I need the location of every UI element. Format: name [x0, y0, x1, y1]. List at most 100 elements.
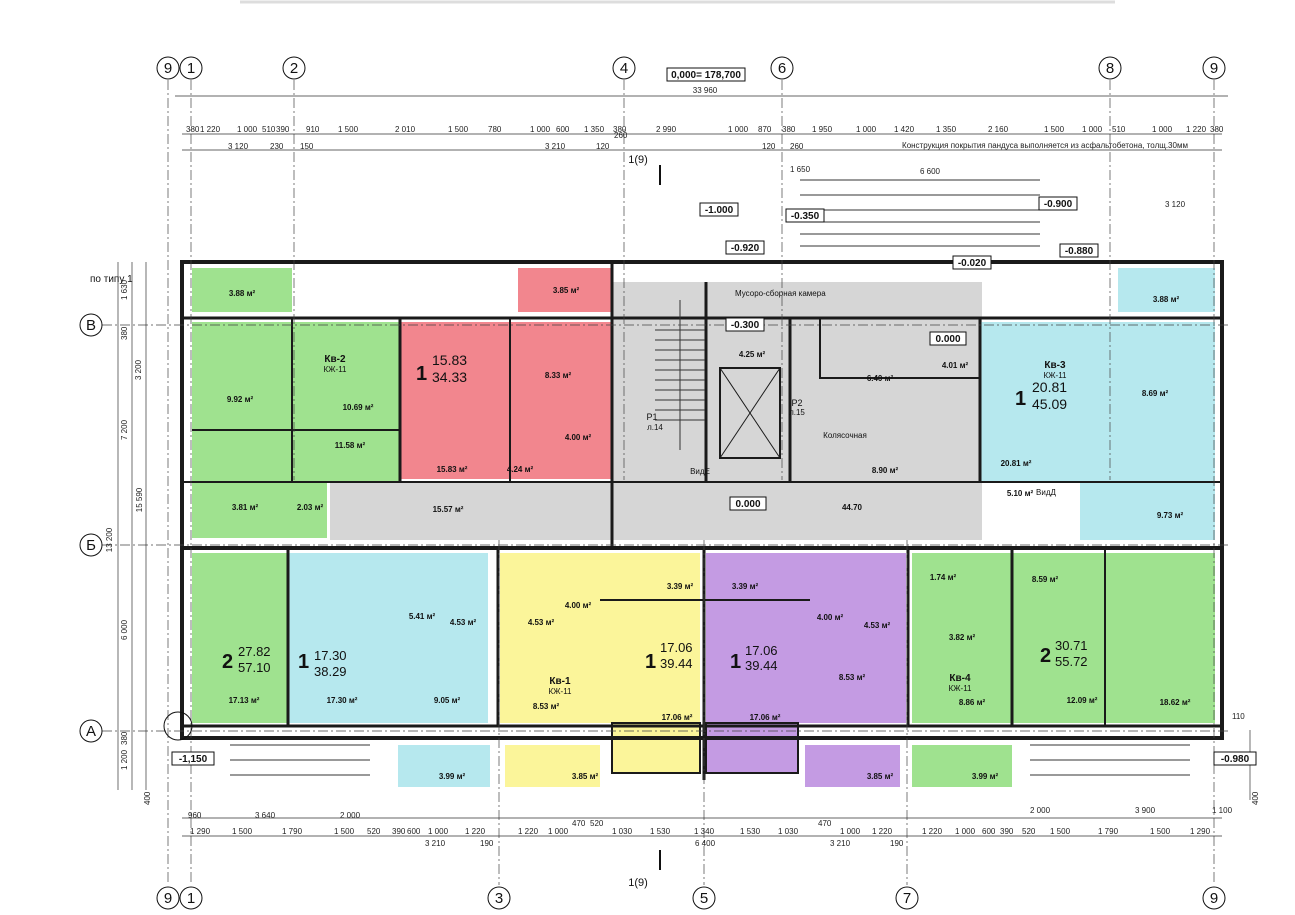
dim-label: 1 220 — [872, 827, 893, 836]
dim-label: 1 500 — [448, 125, 469, 134]
dim-label: 3 210 — [545, 142, 566, 151]
room-area: 17.06 м² — [662, 713, 693, 722]
axis-label-left-v: В — [86, 317, 96, 334]
zone-purple-bay — [706, 723, 798, 773]
dim-label: 120 — [596, 142, 610, 151]
zone-kv3-balcony — [1118, 268, 1215, 312]
room-area: 15.83 м² — [437, 465, 468, 474]
apt-kv4-living: 30.71 — [1055, 638, 1088, 653]
room-area: 3.39 м² — [667, 582, 694, 591]
level-6: -0.020 — [958, 258, 987, 269]
dim-label: 1 000 — [530, 125, 551, 134]
room-area: 2.03 м² — [297, 503, 324, 512]
room-area: 3.88 м² — [229, 289, 256, 298]
dim-label: 520 — [590, 819, 604, 828]
dim-label: 520 — [367, 827, 381, 836]
apt-yellow-total: 39.44 — [660, 656, 693, 671]
zone-red-apt — [400, 322, 612, 479]
axis-label-top-2: 1 — [187, 60, 195, 77]
dim-label: 600 — [982, 827, 996, 836]
apt-kv4-type: КЖ-11 — [948, 684, 972, 693]
room-area: 18.62 м² — [1160, 698, 1191, 707]
dim-label: 1 000 — [856, 125, 877, 134]
stair-p1-ref: л.14 — [647, 423, 663, 432]
level-2: -0.920 — [731, 243, 760, 254]
dim-label: 780 — [488, 125, 502, 134]
axis-lines — [102, 80, 1230, 885]
dim-label: 7 200 — [120, 419, 129, 440]
room-area: 3.85 м² — [553, 286, 580, 295]
dim-label: 1 000 — [840, 827, 861, 836]
room-area: 4.01 м² — [942, 361, 969, 370]
room-area: 4.53 м² — [450, 618, 477, 627]
dim-label: 600 — [407, 827, 421, 836]
dim-label: 1 420 — [894, 125, 915, 134]
dim-label: 380 — [782, 125, 796, 134]
room-area: 3.99 м² — [972, 772, 999, 781]
level-5: -0.880 — [1065, 246, 1094, 257]
dim-label: 150 — [300, 142, 314, 151]
room-area: 4.00 м² — [565, 433, 592, 442]
dim-label: 6 000 — [120, 619, 129, 640]
zone-purple-balcony — [805, 745, 900, 787]
dim-label: 1 000 — [548, 827, 569, 836]
dim-label: 910 — [306, 125, 320, 134]
dim-label: 1 500 — [1050, 827, 1071, 836]
dim-label: 3 210 — [830, 839, 851, 848]
axis-label-bottom-5: 7 — [903, 890, 911, 907]
zone-kv2-balcony — [192, 268, 292, 312]
axis-label-left-b: Б — [86, 537, 96, 554]
dim-label: 1 790 — [282, 827, 303, 836]
apt-kv3-total: 45.09 — [1032, 396, 1067, 412]
dim-label: 1 340 — [694, 827, 715, 836]
apt-kv4-rooms: 2 — [1040, 645, 1051, 667]
dims-right-col: 400 110 — [1232, 712, 1260, 805]
dim-label: 3 120 — [1165, 200, 1186, 209]
dim-label: 190 — [480, 839, 494, 848]
apt-kv3-type: КЖ-11 — [1043, 371, 1067, 380]
dim-label: 1 200 — [120, 749, 129, 770]
section-mark-top: 1(9) — [628, 154, 648, 166]
level-4: -0.900 — [1044, 199, 1073, 210]
dim-label: 390 — [392, 827, 406, 836]
dim-label: 3 120 — [228, 142, 249, 151]
dim-label: 1 500 — [232, 827, 253, 836]
level-3: -0.350 — [791, 211, 820, 222]
level-8: 0.000 — [935, 334, 960, 345]
axis-label-bottom-4: 5 — [700, 890, 708, 907]
dim-label: 260 — [614, 131, 628, 140]
zone-cyan-balcony — [398, 745, 490, 787]
zone-yellow-balcony — [505, 745, 600, 787]
dims-left-col: 1 630 380 3 200 7 200 6 000 380 1 200 40… — [120, 279, 152, 805]
walls — [180, 260, 1224, 780]
dim-label: 520 — [1022, 827, 1036, 836]
room-area-labels: 3.88 м² 3.85 м² 3.88 м² 9.92 м² 10.69 м²… — [227, 286, 1191, 781]
axis-label-left-a: А — [86, 723, 96, 740]
axis-label-bottom-1: 9 — [164, 890, 172, 907]
dim-label: 6 400 — [695, 839, 716, 848]
dim-label: 600 — [556, 125, 570, 134]
apt-kv4-name: Кв-4 — [949, 673, 971, 684]
dim-label: 1 500 — [1044, 125, 1065, 134]
pram-room-label: Колясочная — [823, 431, 867, 440]
dim-label: 2 000 — [340, 811, 361, 820]
room-area: 8.69 м² — [1142, 389, 1169, 398]
dim-label: 400 — [1251, 791, 1260, 805]
dim-label: 2 000 — [1030, 806, 1051, 815]
right-depth-dim: 6 600 — [920, 167, 941, 176]
dim-label: 2 990 — [656, 125, 677, 134]
room-area: 15.57 м² — [433, 505, 464, 514]
room-area: 17.13 м² — [229, 696, 260, 705]
level-7: -0.300 — [731, 320, 760, 331]
apt-kv4-total: 55.72 — [1055, 654, 1088, 669]
dim-label: 110 — [1232, 712, 1245, 721]
room-area: 9.05 м² — [434, 696, 461, 705]
level-10: -1,150 — [179, 754, 208, 765]
room-area: 11.58 м² — [335, 441, 366, 450]
zone-corridor — [330, 482, 980, 540]
apt-yellow-rooms: 1 — [645, 651, 656, 673]
dim-label: 1 500 — [338, 125, 359, 134]
total-width-dim: 33 960 — [693, 86, 718, 95]
dim-label: 1 000 — [237, 125, 258, 134]
apt-sw-rooms: 2 — [222, 651, 233, 673]
